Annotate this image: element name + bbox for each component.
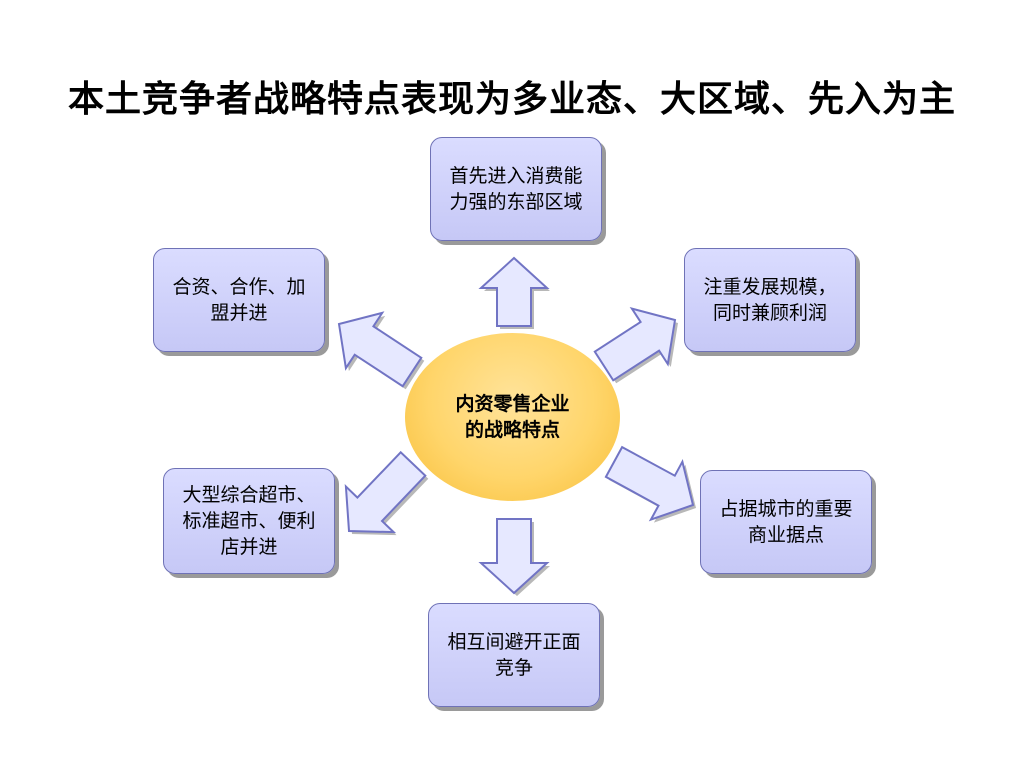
arrow-down-right-icon [604,445,695,522]
arrow-up-right-icon [593,306,677,382]
node-bottom-left-line2: 标准超市、便利 [182,510,316,532]
arrow-down-left-icon [344,450,427,534]
arrow-down-icon [478,518,550,595]
node-top-line1: 首先进入消费能 [449,165,583,187]
center-node-line2: 的战略特点 [464,419,560,441]
node-bottom: 相互间避开正面 竞争 [428,603,600,707]
node-bottom-right-line2: 商业据点 [747,524,824,546]
center-node-line1: 内资零售企业 [455,393,570,415]
node-top-right-line1: 注重发展规模， [703,276,837,298]
node-bottom-left: 大型综合超市、 标准超市、便利 店并进 [163,468,335,574]
node-top-right: 注重发展规模， 同时兼顾利润 [684,248,856,352]
node-top-right-line2: 同时兼顾利润 [712,302,827,324]
node-bottom-right: 占据城市的重要 商业据点 [700,470,872,574]
page-title: 本土竞争者战略特点表现为多业态、大区域、先入为主 [67,79,956,120]
node-bottom-left-line1: 大型综合超市、 [182,484,316,506]
center-node: 内资零售企业 的战略特点 [405,333,620,501]
node-top-left-line1: 合资、合作、加 [172,276,306,298]
node-bottom-right-line1: 占据城市的重要 [719,498,853,520]
node-bottom-left-line3: 店并进 [220,536,278,558]
arrow-up-icon [478,256,550,327]
node-top-line2: 力强的东部区域 [449,191,583,213]
node-top-left: 合资、合作、加 盟并进 [153,248,325,352]
arrow-up-left-icon [337,311,423,388]
node-top: 首先进入消费能 力强的东部区域 [430,137,602,241]
node-top-left-line2: 盟并进 [210,302,268,324]
node-bottom-line1: 相互间避开正面 [447,631,581,653]
node-bottom-line2: 竞争 [494,657,533,679]
